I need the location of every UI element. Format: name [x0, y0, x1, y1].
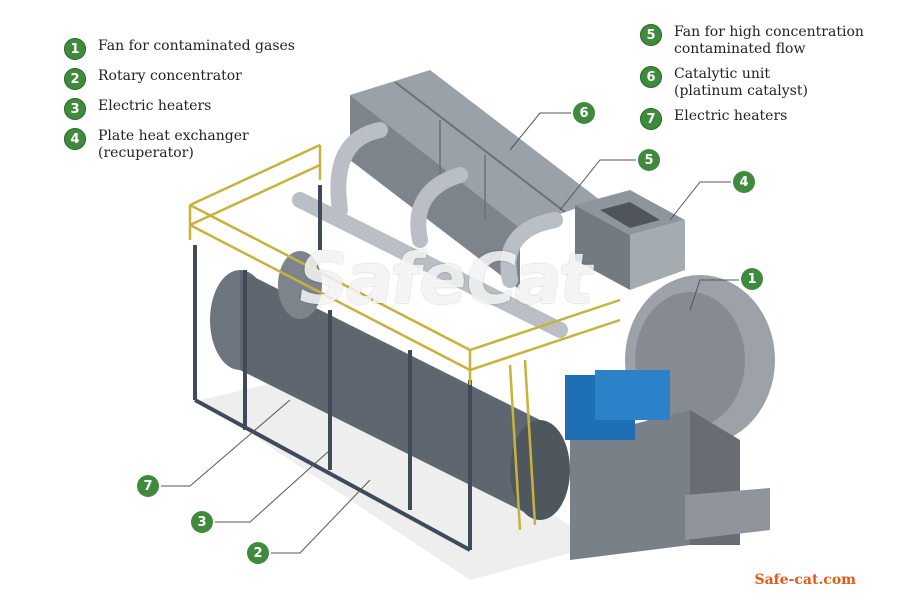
callout-4: 4	[733, 171, 755, 193]
legend-item: 2 Rotary concentrator	[64, 68, 295, 90]
legend-badge: 7	[640, 108, 662, 130]
callout-3: 3	[191, 511, 213, 533]
heater-tanks	[210, 251, 570, 520]
leader-2	[258, 479, 371, 554]
legend-label: Rotary concentrator	[98, 68, 242, 84]
legend-badge: 4	[64, 128, 86, 150]
footer-website: Safe-cat.com	[754, 572, 856, 588]
legend-label: Plate heat exchanger (recuperator)	[98, 128, 249, 161]
leader-3	[202, 449, 331, 523]
steel-frame	[193, 185, 472, 552]
ducts	[292, 122, 568, 338]
legend-label: Fan for contaminated gases	[98, 38, 295, 54]
floor-shadow	[200, 370, 600, 580]
legend-item: 3 Electric heaters	[64, 98, 295, 120]
legend-label: Electric heaters	[674, 108, 788, 124]
legend-label: Catalytic unit (platinum catalyst)	[674, 66, 808, 99]
legend-badge: 3	[64, 98, 86, 120]
leader-5	[559, 159, 645, 211]
callout-2: 2	[247, 542, 269, 564]
callout-1: 1	[741, 268, 763, 290]
legend-badge: 1	[64, 38, 86, 60]
main-fan	[565, 275, 775, 560]
leader-4	[669, 181, 740, 221]
leader-1	[689, 279, 750, 311]
callout-7: 7	[137, 475, 159, 497]
legend-item: 5 Fan for high concentration contaminate…	[640, 24, 864, 58]
leader-6	[509, 112, 580, 151]
legend-label: Electric heaters	[98, 98, 212, 114]
legend-badge: 2	[64, 68, 86, 90]
callout-6: 6	[573, 102, 595, 124]
callout-5: 5	[638, 149, 660, 171]
recuperator	[575, 190, 685, 290]
legend-right: 5 Fan for high concentration contaminate…	[640, 24, 864, 138]
legend-badge: 5	[640, 24, 662, 46]
railing	[188, 143, 621, 531]
legend-item: 4 Plate heat exchanger (recuperator)	[64, 128, 295, 162]
legend-item: 7 Electric heaters	[640, 108, 864, 130]
legend-label: Fan for high concentration contaminated …	[674, 24, 864, 57]
leader-7	[148, 399, 291, 487]
legend-item: 1 Fan for contaminated gases	[64, 38, 295, 60]
legend-item: 6 Catalytic unit (platinum catalyst)	[640, 66, 864, 100]
legend-left: 1 Fan for contaminated gases 2 Rotary co…	[64, 38, 295, 170]
legend-badge: 6	[640, 66, 662, 88]
